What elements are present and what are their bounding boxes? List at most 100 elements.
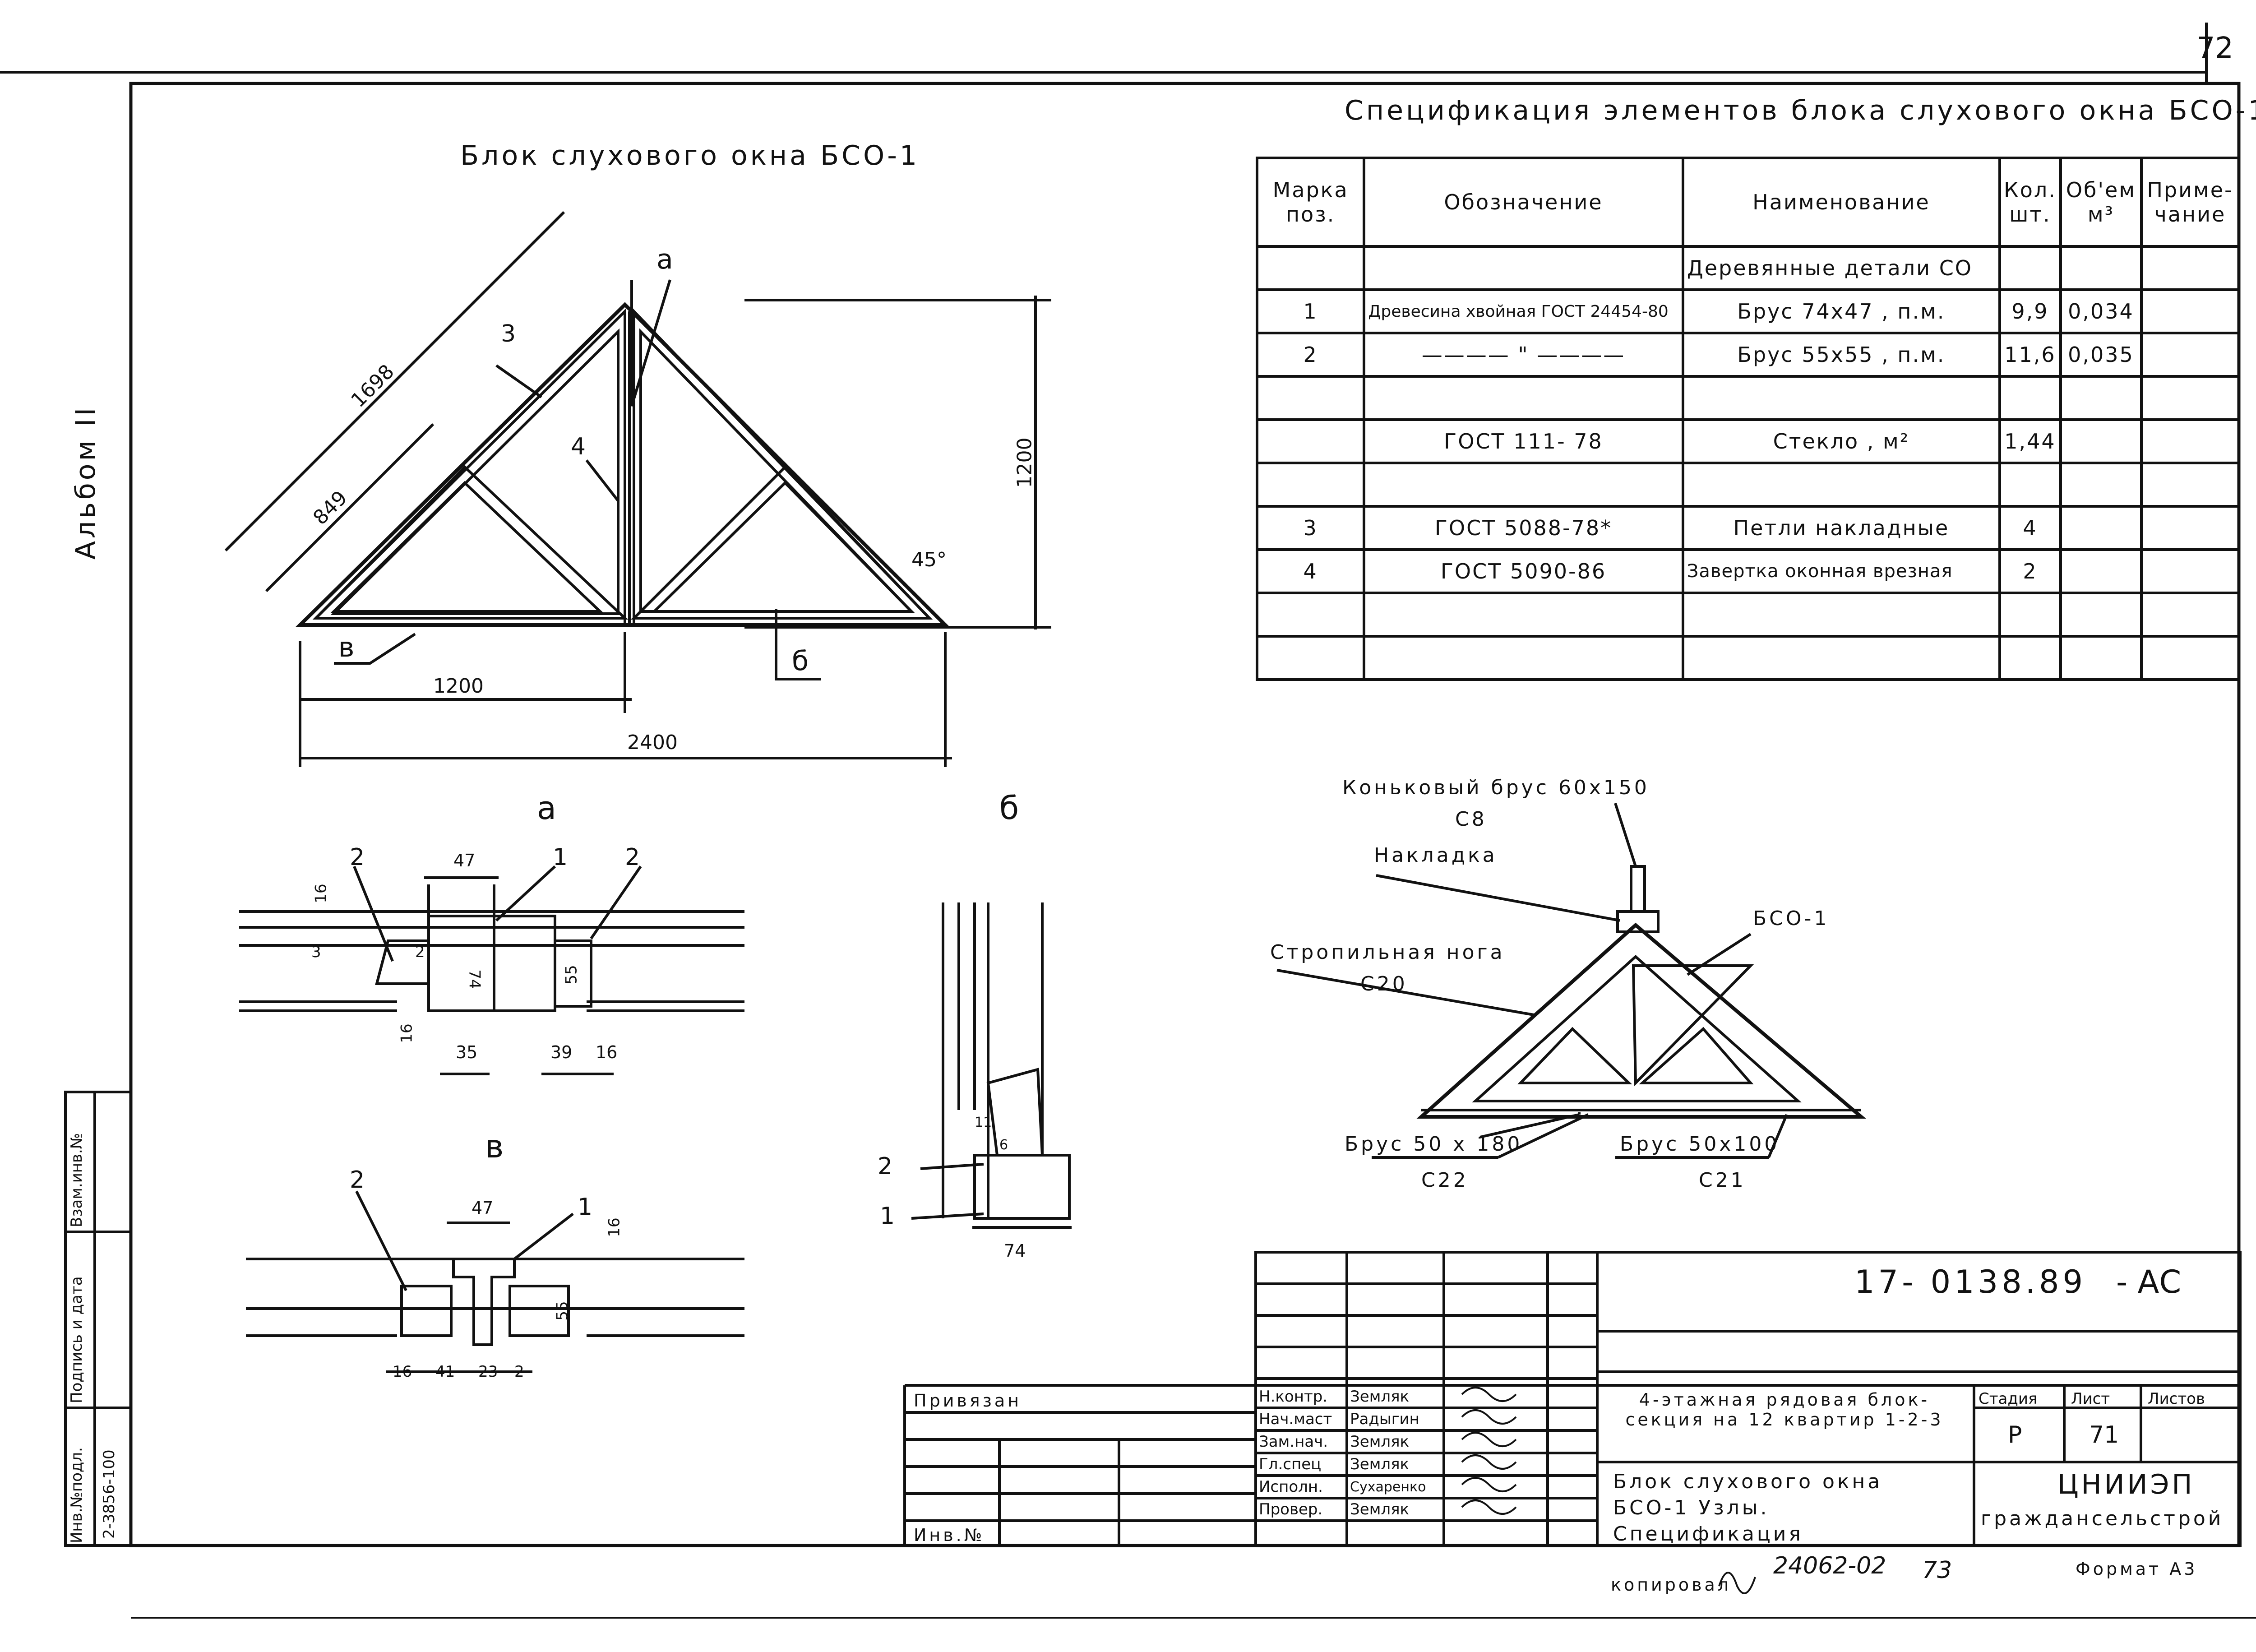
cell: 0,035 <box>2059 332 2143 378</box>
cell <box>1255 375 1366 421</box>
cell <box>2140 635 2241 681</box>
name-2: Земляк <box>1350 1433 1410 1451</box>
signatures <box>1461 1387 1756 1594</box>
org-name: ЦНИИЭП <box>2057 1469 2195 1500</box>
detail-a-dim-2: 2 <box>415 943 425 961</box>
cell <box>1255 635 1366 681</box>
sheet-number: 72 <box>2196 32 2233 65</box>
detail-a-dim-39: 39 <box>550 1042 573 1062</box>
detail-a-label: а <box>537 790 556 827</box>
callout-b: б <box>792 645 809 677</box>
label-ridge-beam: Коньковый брус 60х150 <box>1342 776 1650 799</box>
cell <box>2140 375 2241 421</box>
role-4: Исполн. <box>1259 1478 1323 1496</box>
cell: 4 <box>1998 505 2062 551</box>
cell: Стекло , м² <box>1681 418 2002 464</box>
stamp-sign-date: Подпись и дата <box>68 1276 86 1403</box>
role-5: Провер. <box>1259 1500 1323 1518</box>
name-5: Земляк <box>1350 1500 1410 1518</box>
cell <box>1363 245 1684 291</box>
detail-v-pos-2: 2 <box>350 1166 365 1194</box>
cell: 1 <box>1255 288 1366 334</box>
dim-half-base: 1200 <box>433 675 484 698</box>
cell <box>1998 375 2062 421</box>
format-label: Формат А3 <box>2076 1559 2198 1579</box>
cell <box>1255 462 1366 508</box>
cell: ГОСТ 5090-86 <box>1363 548 1684 594</box>
cell: Брус 74х47 , п.м. <box>1681 288 2002 334</box>
detail-b-label: б <box>999 790 1019 827</box>
spec-header-name: Наименование <box>1681 157 2002 248</box>
detail-b-pos-2: 2 <box>878 1153 893 1180</box>
role-2: Зам.нач. <box>1259 1433 1328 1451</box>
detail-v-label: в <box>485 1128 504 1165</box>
spec-header-mark: Марка поз. <box>1255 157 1366 248</box>
sheet-value: 71 <box>2089 1421 2119 1448</box>
label-beam2-code: С21 <box>1699 1169 1746 1192</box>
cell <box>2059 462 2143 508</box>
table-row <box>1255 635 2241 681</box>
stage-header: Стадия <box>1979 1390 2038 1408</box>
detail-v-dim-55: 55 <box>553 1301 572 1321</box>
org-name-2: граждансельстрой <box>1981 1507 2224 1530</box>
table-row <box>1255 375 2241 421</box>
page-number: 73 <box>1922 1557 1952 1584</box>
label-overlay: Накладка <box>1374 844 1498 867</box>
detail-v-dim-16: 16 <box>605 1217 624 1237</box>
cell <box>2059 592 2143 638</box>
detail-a-dim-16: 16 <box>312 884 330 903</box>
detail-a-dim-3: 3 <box>311 943 321 961</box>
spec-table: Марка поз. Обозначение Наименование Кол.… <box>1255 157 2241 681</box>
cell: 9,9 <box>1998 288 2062 334</box>
detail-v-dim-2: 2 <box>514 1363 524 1381</box>
cell <box>2059 548 2143 594</box>
label-beam1-code: С22 <box>1421 1169 1469 1192</box>
dim-height: 1200 <box>1013 437 1036 488</box>
name-3: Земляк <box>1350 1455 1410 1473</box>
spec-header-designation: Обозначение <box>1363 157 1684 248</box>
detail-v-dim-23: 23 <box>478 1363 498 1381</box>
cell <box>2059 375 2143 421</box>
callout-v: в <box>338 632 355 663</box>
detail-a-dim-16c: 16 <box>596 1042 618 1062</box>
cell: ———— " ———— <box>1363 332 1684 378</box>
label-block: БСО-1 <box>1753 907 1830 930</box>
sheets-header: Листов <box>2148 1390 2205 1408</box>
cell <box>1363 462 1684 508</box>
cell <box>1998 245 2062 291</box>
bound-label: Привязан <box>914 1391 1022 1411</box>
cell: 1,44 <box>1998 418 2062 464</box>
cell <box>1363 592 1684 638</box>
callout-3: 3 <box>501 320 516 347</box>
project-name: 4-этажная рядовая блок-секция на 12 квар… <box>1625 1390 1944 1430</box>
role-1: Нач.маст <box>1259 1410 1332 1428</box>
name-1: Радыгин <box>1350 1410 1419 1428</box>
cell <box>2140 592 2241 638</box>
cell <box>1255 592 1366 638</box>
cell <box>1363 635 1684 681</box>
label-rafter-code: С20 <box>1360 972 1408 995</box>
cell <box>2059 418 2143 464</box>
spec-header-row: Марка поз. Обозначение Наименование Кол.… <box>1255 157 2241 248</box>
cell <box>1255 245 1366 291</box>
dim-base: 2400 <box>627 731 678 754</box>
label-rafter: Стропильная нога <box>1270 941 1505 964</box>
cell: Деревянные детали СО <box>1681 245 2002 291</box>
cell <box>2140 288 2241 334</box>
detail-v-dim-41: 41 <box>435 1363 455 1381</box>
cell: 2 <box>1998 548 2062 594</box>
detail-v-pos-1: 1 <box>578 1194 593 1221</box>
name-4: Сухаренко <box>1350 1479 1426 1495</box>
spec-header-volume: Об'ем м³ <box>2059 157 2143 248</box>
cell <box>1363 375 1684 421</box>
sheet-header: Лист <box>2071 1390 2110 1408</box>
detail-a-dim-35: 35 <box>456 1042 478 1062</box>
cell: 0,034 <box>2059 288 2143 334</box>
cell: Петли накладные <box>1681 505 2002 551</box>
dim-angle: 45° <box>911 548 947 571</box>
drawing-code-suffix: - АС <box>2116 1263 2182 1300</box>
detail-a-dim-55: 55 <box>562 965 581 985</box>
cell <box>1681 635 2002 681</box>
